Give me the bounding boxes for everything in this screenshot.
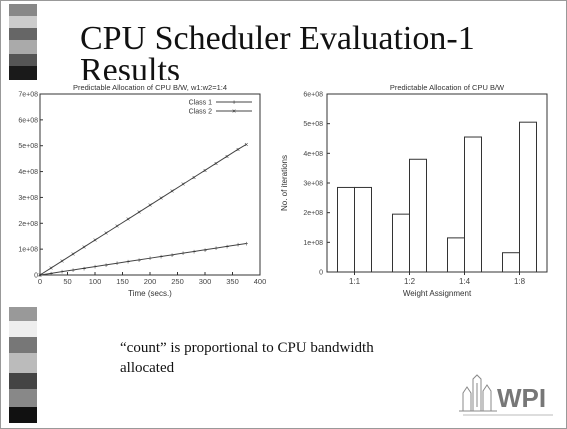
line-series-2-point: ×: [126, 217, 130, 224]
bar-chart-category-label: 1:2: [404, 277, 416, 286]
legend-marker-2: ×: [232, 109, 236, 116]
line-series-1-point: +: [181, 251, 185, 258]
line-chart-x-tick-label: 300: [199, 277, 212, 286]
bar-chart-y-tick-label: 0: [319, 270, 323, 277]
line-series-1-point: +: [148, 256, 152, 263]
decorative-stripe-bottom: [9, 307, 37, 423]
legend-entry-2: Class 2: [189, 109, 212, 116]
line-chart-x-tick-label: 100: [89, 277, 102, 286]
line-series-1-point: +: [170, 252, 174, 259]
bar-chart-y-tick-label: 6e+08: [303, 92, 323, 99]
line-series-1-point: +: [82, 266, 86, 273]
bar-chart-category-label: 1:4: [459, 277, 471, 286]
line-series-2-point: ×: [38, 273, 42, 280]
line-series-2-point: ×: [214, 161, 218, 168]
caption-line-1: “count” is proportional to CPU bandwidth: [120, 340, 374, 356]
line-chart-y-tick-label: 7e+08: [18, 92, 38, 99]
line-series-2-point: ×: [203, 168, 207, 175]
line-series-2-point: ×: [137, 210, 141, 217]
bar-chart-y-tick-label: 5e+08: [303, 121, 323, 128]
line-series-1-point: +: [203, 247, 207, 254]
line-series-1-point: +: [60, 269, 64, 276]
line-series-2-point: ×: [49, 266, 53, 273]
line-series-2-point: ×: [60, 259, 64, 266]
line-series-1-point: +: [49, 271, 53, 278]
line-chart-x-axis-label: Time (secs.): [128, 289, 172, 298]
bar-chart-y-axis-label: No. of iterations: [280, 155, 289, 211]
bar-1-4-series-2: [464, 136, 482, 273]
line-series-2-point: ×: [192, 175, 196, 182]
line-series-2-point: ×: [159, 196, 163, 203]
line-series-2-point: ×: [225, 154, 229, 161]
line-series-2: [39, 143, 247, 276]
caption-line-2: allocated: [120, 360, 175, 376]
line-chart-x-tick-label: 250: [171, 277, 184, 286]
bar-chart-category-label: 1:8: [514, 277, 526, 286]
line-series-1-point: +: [104, 262, 108, 269]
line-chart-x-tick-label: 350: [226, 277, 239, 286]
line-chart-x-tick-label: 150: [116, 277, 129, 286]
bar-1-1-series-1: [337, 186, 355, 273]
title-line-1: CPU Scheduler Evaluation-1: [80, 20, 475, 57]
line-series-1-point: +: [159, 254, 163, 261]
bar-chart: Predictable Allocation of CPU B/W 0 1e+08 2…: [273, 80, 563, 304]
line-series-1-point: +: [71, 267, 75, 274]
line-chart-y-tick-label: 0: [34, 273, 38, 280]
line-series-1-point: +: [38, 273, 42, 280]
line-series-1-point: +: [236, 242, 240, 249]
line-chart-y-tick-label: 4e+08: [18, 169, 38, 176]
line-chart-title: Predictable Allocation of CPU B/W, w1:w2…: [73, 83, 227, 92]
line-series-1-point: +: [126, 259, 130, 266]
bar-chart-y-tick-label: 2e+08: [303, 210, 323, 217]
line-series-2-point: ×: [170, 189, 174, 196]
line-chart-y-tick-label: 1e+08: [18, 247, 38, 254]
line-series-1-point: +: [192, 249, 196, 256]
bar-chart-title: Predictable Allocation of CPU B/W: [390, 83, 505, 92]
bar-chart-y-tick-label: 4e+08: [303, 151, 323, 158]
line-series-2-point: ×: [181, 182, 185, 189]
line-series-2-point: ×: [82, 245, 86, 252]
line-series-2-point: ×: [115, 224, 119, 231]
line-series-1-point: +: [93, 264, 97, 271]
line-series-2-point: ×: [104, 231, 108, 238]
slide-title: CPU Scheduler Evaluation-1 Results: [80, 19, 475, 89]
bar-chart-y-tick-label: 1e+08: [303, 240, 323, 247]
line-series-2-point: ×: [148, 203, 152, 210]
line-chart-x-tick-label: 50: [63, 277, 71, 286]
line-series-1-point: +: [214, 246, 218, 253]
bar-1-2-series-2: [409, 158, 427, 273]
bar-chart-category-label: 1:1: [349, 277, 361, 286]
line-series-2-point: ×: [93, 238, 97, 245]
bar-1-1-series-2: [354, 186, 372, 273]
bar-chart-x-axis-label: Weight Assignment: [403, 289, 472, 298]
line-chart-x-tick-label: 0: [38, 277, 42, 286]
bar-1-8-series-1: [502, 252, 520, 273]
logo-text: WPI: [497, 383, 546, 413]
bar-chart-y-tick-label: 3e+08: [303, 181, 323, 188]
line-series-1-point: +: [244, 241, 248, 248]
line-series-2-point: ×: [71, 252, 75, 259]
line-series-2-point: ×: [244, 142, 248, 149]
line-series-1: [39, 242, 247, 276]
line-chart: Predictable Allocation of CPU B/W, w1:w2…: [4, 80, 267, 304]
line-series-1-point: +: [137, 257, 141, 264]
line-chart-y-tick-label: 2e+08: [18, 221, 38, 228]
line-series-2-point: ×: [236, 147, 240, 154]
legend-entry-1: Class 1: [189, 100, 212, 107]
bar-1-2-series-1: [392, 213, 410, 273]
caption: “count” is proportional to CPU bandwidth…: [120, 338, 460, 378]
legend-marker-1: +: [232, 100, 236, 107]
line-series-1-point: +: [225, 244, 229, 251]
line-chart-y-tick-label: 6e+08: [18, 117, 38, 124]
line-chart-y-tick-label: 3e+08: [18, 195, 38, 202]
wpi-logo: WPI: [457, 373, 557, 417]
decorative-stripe-top: [9, 4, 37, 81]
bar-1-4-series-1: [447, 237, 465, 273]
bar-1-8-series-2: [519, 121, 537, 273]
line-series-1-point: +: [115, 261, 119, 268]
line-chart-x-tick-label: 400: [254, 277, 267, 286]
line-chart-x-tick-label: 200: [144, 277, 157, 286]
line-chart-y-tick-label: 5e+08: [18, 143, 38, 150]
